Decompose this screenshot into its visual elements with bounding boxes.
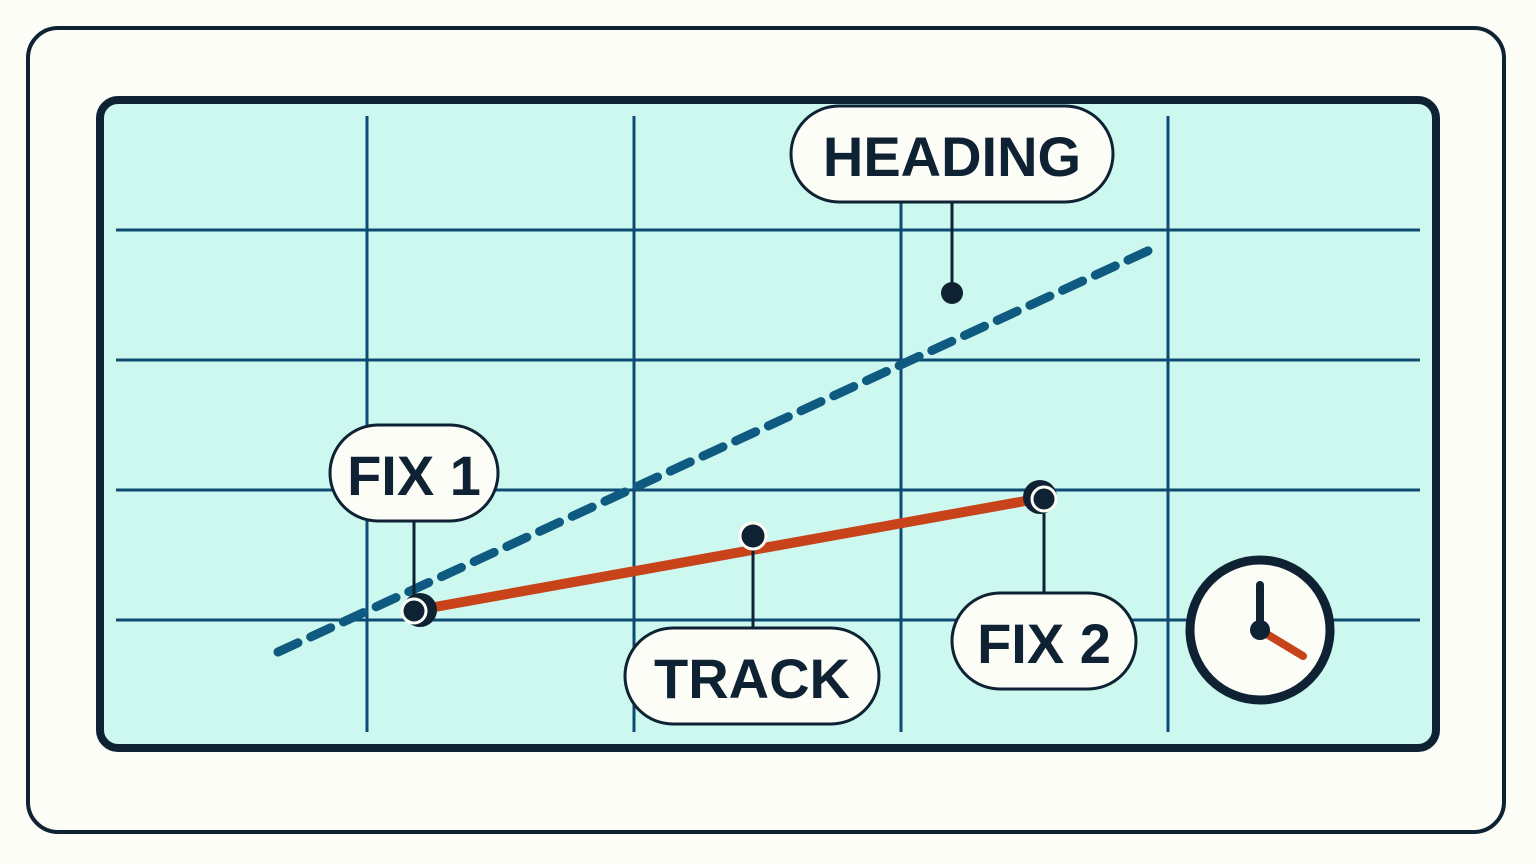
heading-point [941,282,963,304]
fix1-label: FIX 1 [328,423,500,523]
track-point [738,521,768,551]
fix2-label-text: FIX 2 [977,612,1111,675]
track-label-text: TRACK [654,647,850,710]
heading-label-text: HEADING [823,125,1081,188]
heading-line [273,244,1157,657]
points [400,282,1058,627]
leader-lines [412,200,1046,630]
fix2-label: FIX 2 [950,591,1138,691]
fix1-label-text: FIX 1 [347,444,481,507]
clock-icon [1185,555,1335,705]
track-line [413,493,1047,615]
fix1-marker [400,593,437,627]
fix2-marker [1023,480,1058,514]
heading-label: HEADING [789,104,1115,204]
track-label: TRACK [623,626,881,726]
